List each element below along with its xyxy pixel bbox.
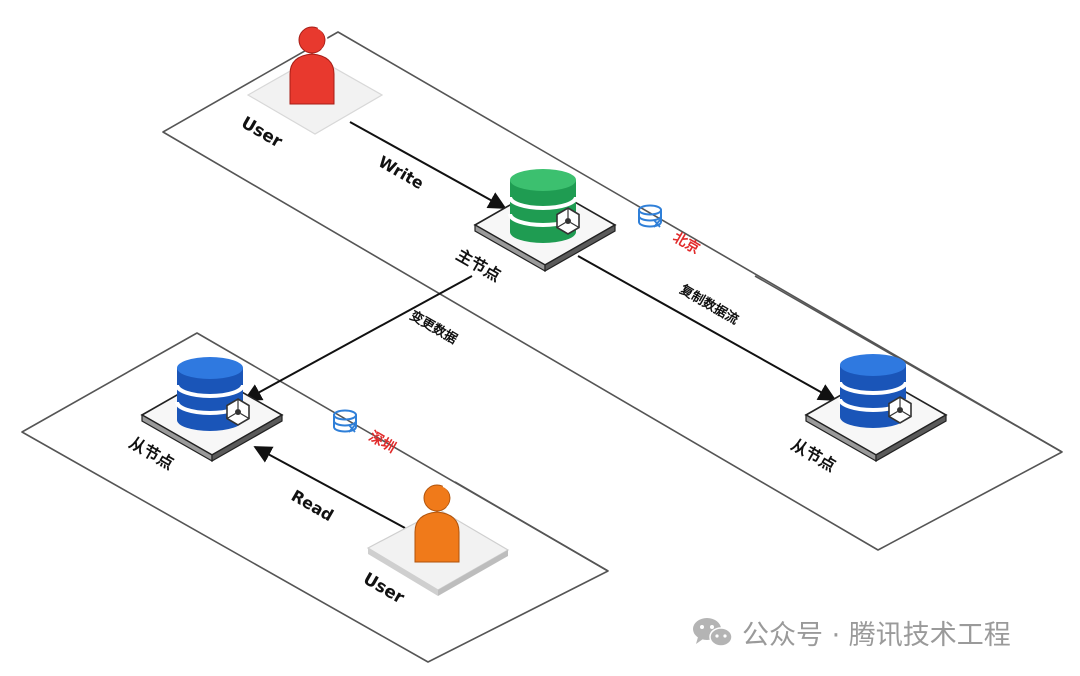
read-arrow [253, 446, 406, 529]
user-top-label: User [238, 113, 286, 153]
change-data-label: 变更数据 [407, 308, 460, 348]
master-label: 主节点 [453, 245, 504, 285]
city-label-beijing: 北京 [670, 229, 703, 258]
region-beijing-edge-accent [754, 275, 1063, 453]
wechat-icon [693, 618, 733, 647]
read-label: Read [288, 486, 337, 525]
user-bottom-node [366, 484, 510, 596]
replication-arrow [577, 255, 837, 401]
replication-stream-label: 复制数据流 [676, 281, 741, 328]
master-db-node [474, 167, 616, 272]
user-icon [414, 484, 460, 563]
watermark-text: 公众号 · 腾讯技术工程 [742, 619, 1011, 651]
slave-left-label: 从节点 [126, 433, 177, 473]
region-beijing-frame [162, 31, 1063, 551]
user-top-node [246, 26, 384, 135]
city-label-shenzhen: 深圳 [366, 428, 399, 457]
slave-right-label: 从节点 [788, 435, 839, 475]
hexagon-badge-icon [226, 398, 250, 426]
write-label: Write [375, 152, 427, 193]
watermark: 公众号 · 腾讯技术工程 [690, 612, 1011, 652]
write-arrow [349, 121, 507, 209]
hexagon-badge-icon [888, 396, 912, 424]
region-shenzhen-edge-accent [454, 481, 609, 572]
slave-db-left-node [141, 355, 283, 462]
slave-db-right-node [805, 352, 947, 462]
user-bottom-label: User [360, 569, 408, 609]
hexagon-badge-icon [556, 207, 580, 235]
change-data-arrow [243, 275, 473, 401]
